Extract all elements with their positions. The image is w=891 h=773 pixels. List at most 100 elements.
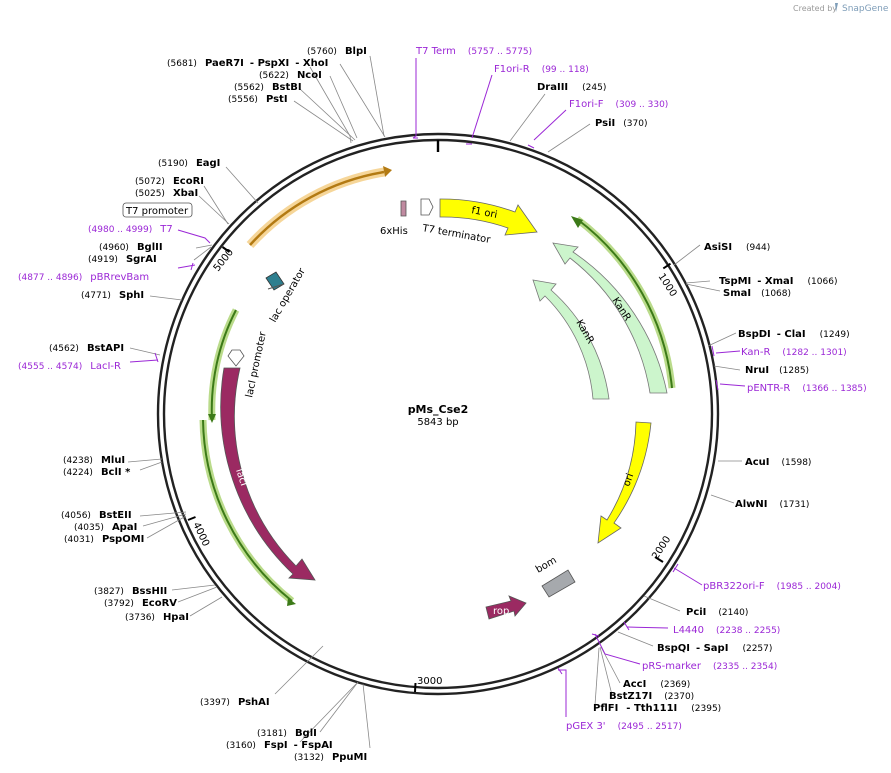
ori-label: ori bbox=[621, 472, 636, 488]
enzyme-site[interactable]: (3160)FspI- FspAI bbox=[226, 740, 333, 751]
t7-promoter-label[interactable]: T7 promoter bbox=[125, 206, 189, 217]
enzyme-site[interactable]: BspDI- ClaI(1249) bbox=[738, 329, 850, 340]
laci-promoter-label: lacI promoter bbox=[244, 330, 269, 399]
plasmid-center-label: pMs_Cse2 5843 bp bbox=[408, 403, 469, 428]
t7-terminator-label: T7 terminator bbox=[420, 223, 492, 246]
bom-label: bom bbox=[534, 555, 559, 576]
plasmid-size: 5843 bp bbox=[417, 417, 458, 428]
enzyme-site[interactable]: DraIII(245) bbox=[537, 82, 606, 93]
enzyme-site[interactable]: NruI(1285) bbox=[745, 365, 809, 376]
enzyme-site[interactable]: (4035)ApaI bbox=[74, 522, 137, 533]
primer-site[interactable]: F1ori-R(99 .. 118) bbox=[494, 64, 589, 75]
enzyme-site[interactable]: (5681)PaeR7I- PspXI- XhoI bbox=[167, 58, 328, 69]
primer-site[interactable]: pENTR-R(1366 .. 1385) bbox=[747, 383, 867, 394]
enzyme-site[interactable]: (3736)HpaI bbox=[125, 612, 189, 623]
enzyme-site[interactable]: PsiI(370) bbox=[595, 118, 647, 129]
enzyme-site[interactable]: (5190)EagI bbox=[158, 158, 220, 169]
bom-feature: bom bbox=[534, 555, 576, 598]
tick-label-4000: 4000 bbox=[190, 521, 211, 549]
enzyme-site[interactable]: (5562)BstBI bbox=[234, 82, 302, 93]
enzyme-site[interactable]: (5622)NcoI bbox=[259, 70, 322, 81]
snapgene-credit: Created by SnapGene bbox=[793, 3, 889, 14]
primer-site[interactable]: pRS-marker(2335 .. 2354) bbox=[642, 661, 777, 672]
enzyme-site[interactable]: (5760)BlpI bbox=[307, 46, 367, 57]
enzyme-site[interactable]: (3827)BssHII bbox=[94, 586, 167, 597]
credit-text: Created by bbox=[793, 4, 837, 13]
kanr-arrow-inner bbox=[532, 279, 610, 400]
primer-site[interactable]: (4980 .. 4999)T7 bbox=[88, 224, 173, 235]
kanr-feature-2: KanR bbox=[532, 279, 610, 400]
primer-site[interactable]: pBR322ori-F(1985 .. 2004) bbox=[703, 581, 841, 592]
primer-labels: T7 Term(5757 .. 5775) F1ori-R(99 .. 118)… bbox=[18, 46, 867, 732]
tick-mark-2000 bbox=[654, 556, 664, 563]
f1-ori-arrow bbox=[439, 198, 538, 236]
primer-site[interactable]: L4440(2238 .. 2255) bbox=[673, 625, 780, 636]
snapgene-logo-icon bbox=[835, 3, 838, 12]
f1-ori-label: f1 ori bbox=[470, 205, 498, 221]
tick-label-2000: 2000 bbox=[650, 534, 673, 561]
primer-site[interactable]: (4877 .. 4896)pBRrevBam bbox=[18, 272, 149, 283]
enzyme-site[interactable]: AsiSI(944) bbox=[704, 242, 770, 253]
his-tag-feature: 6xHis bbox=[380, 200, 408, 237]
his-tag-label: 6xHis bbox=[380, 226, 408, 237]
enzyme-site[interactable]: (3181)BglI bbox=[257, 728, 317, 739]
enzyme-site[interactable]: (5072)EcoRI bbox=[135, 176, 204, 187]
rop-label: rop bbox=[493, 606, 509, 617]
enzyme-site[interactable]: (5556)PstI bbox=[228, 94, 288, 105]
ori-arrow bbox=[597, 421, 652, 544]
f1-ori-feature: f1 ori bbox=[439, 198, 538, 236]
enzyme-site[interactable]: (5025)XbaI bbox=[135, 188, 198, 199]
enzyme-site[interactable]: (3397)PshAI bbox=[200, 697, 270, 708]
enzyme-site[interactable]: SmaI(1068) bbox=[723, 288, 791, 299]
kanr-outer-feature bbox=[571, 216, 676, 389]
rop-arrow bbox=[485, 595, 527, 620]
tick-label-5000: 5000 bbox=[212, 247, 236, 274]
enzyme-site[interactable]: AlwNI(1731) bbox=[735, 499, 809, 510]
primer-site[interactable]: F1ori-F(309 .. 330) bbox=[569, 99, 668, 110]
enzyme-site[interactable]: BspQI- SapI(2257) bbox=[657, 643, 772, 654]
t7-promoter-label-box bbox=[122, 202, 193, 218]
enzyme-site[interactable]: (4919)SgrAI bbox=[88, 254, 157, 265]
tick-mark-1000 bbox=[662, 262, 672, 270]
t7-promoter-feature bbox=[246, 166, 392, 249]
laci-promoter-arrow bbox=[227, 349, 245, 367]
bom-block bbox=[541, 569, 576, 598]
lac-operator-feature: lac operator bbox=[265, 266, 308, 325]
leader-lines bbox=[127, 55, 742, 749]
tick-mark-5000 bbox=[221, 246, 231, 253]
enzyme-site[interactable]: PciI(2140) bbox=[686, 607, 748, 618]
enzyme-site[interactable]: (4562)BstAPI bbox=[49, 343, 124, 354]
enzyme-site[interactable]: (4238)MluI bbox=[63, 455, 125, 466]
plasmid-name: pMs_Cse2 bbox=[408, 403, 469, 416]
enzyme-site[interactable]: BstZ17I(2370) bbox=[609, 691, 694, 702]
t7-terminator-arrow bbox=[420, 198, 434, 216]
t7-promoter-label-group: T7 promoter bbox=[122, 202, 193, 218]
enzyme-site[interactable]: TspMI- XmaI(1066) bbox=[719, 276, 837, 287]
enzyme-site[interactable]: AcuI(1598) bbox=[745, 457, 811, 468]
laci-arrow bbox=[220, 367, 316, 581]
enzyme-site[interactable]: (4056)BstEII bbox=[61, 510, 132, 521]
enzyme-site[interactable]: AccI(2369) bbox=[623, 679, 690, 690]
credit-brand: SnapGene bbox=[842, 4, 889, 14]
primer-site[interactable]: pGEX 3'(2495 .. 2517) bbox=[566, 721, 682, 732]
enzyme-labels: (5681)PaeR7I- PspXI- XhoI (5760)BlpI (56… bbox=[49, 46, 850, 763]
tick-mark-4000 bbox=[187, 516, 196, 521]
enzyme-site[interactable]: PflFI- Tth111I(2395) bbox=[593, 703, 721, 714]
primer-markers bbox=[129, 58, 746, 717]
primer-site[interactable]: (4555 .. 4574)LacI-R bbox=[18, 361, 121, 372]
enzyme-site[interactable]: (4224)BclI * bbox=[63, 467, 131, 478]
ori-feature: ori bbox=[597, 421, 652, 544]
tick-mark-3000 bbox=[414, 682, 417, 693]
tick-label-3000: 3000 bbox=[417, 676, 442, 687]
enzyme-site[interactable]: (4960)BglII bbox=[99, 242, 163, 253]
enzyme-site[interactable]: (3132)PpuMI bbox=[294, 752, 367, 763]
primer-site[interactable]: Kan-R(1282 .. 1301) bbox=[741, 347, 847, 358]
position-ticks: 1000 2000 3000 4000 5000 bbox=[187, 246, 679, 693]
laci-label: lacI bbox=[233, 468, 249, 488]
primer-site[interactable]: T7 Term(5757 .. 5775) bbox=[415, 46, 532, 57]
enzyme-site[interactable]: (3792)EcoRV bbox=[104, 598, 177, 609]
kanr-arrow-outer bbox=[552, 242, 668, 394]
enzyme-site[interactable]: (4031)PspOMI bbox=[64, 534, 144, 545]
enzyme-site[interactable]: (4771)SphI bbox=[81, 290, 144, 301]
